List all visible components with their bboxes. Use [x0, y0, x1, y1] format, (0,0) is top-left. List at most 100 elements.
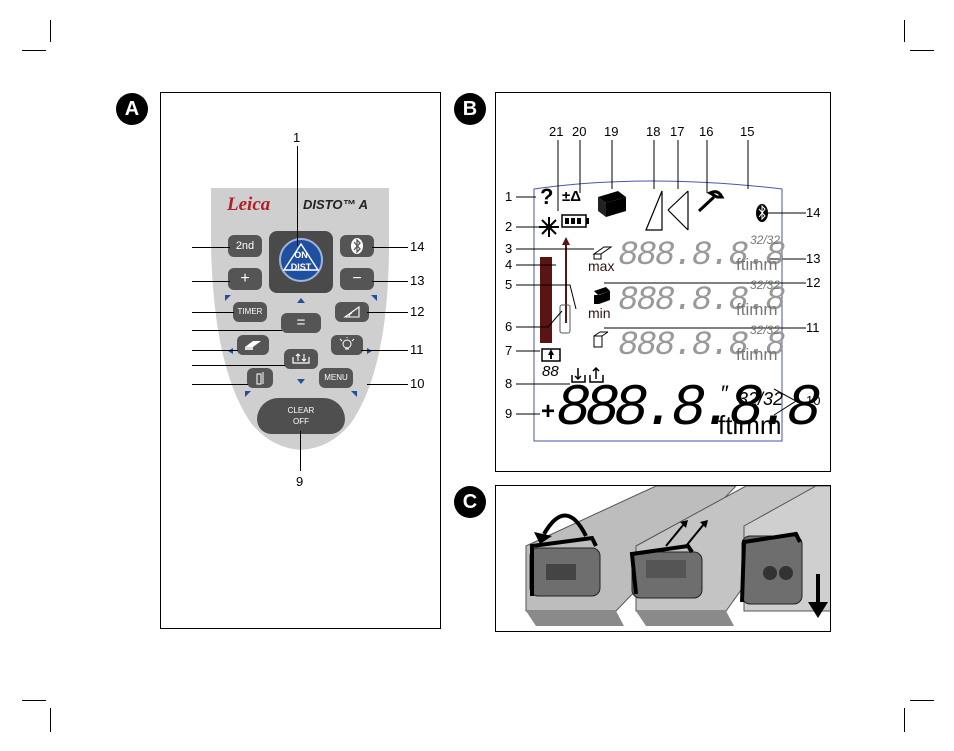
display-callout-9: 9: [505, 406, 513, 421]
panel-a-keypad: Leica DISTO™ A 2nd + − ON DIST TIMER =: [160, 92, 441, 629]
stop-reference-key[interactable]: [247, 368, 273, 388]
illumination-key[interactable]: [331, 335, 363, 355]
leader-line: [372, 247, 408, 248]
on-label: ON: [294, 250, 308, 260]
display-callout-21: 21: [549, 124, 564, 139]
plus-key[interactable]: +: [228, 268, 262, 290]
tilt-bar: [540, 257, 552, 343]
transfer-arrows-icon: [571, 366, 604, 383]
battery-compartment-illustration: [525, 486, 830, 626]
leader-line: [192, 365, 285, 366]
callout-10: 10: [410, 376, 425, 391]
callout-1: 1: [293, 130, 301, 145]
crop-mark: [22, 50, 46, 51]
panel-b-badge: B: [454, 93, 486, 125]
display-callout-11: 11: [806, 320, 820, 335]
leader-line: [192, 330, 282, 331]
unit-row-1: ftimm: [736, 255, 778, 274]
display-callout-15: 15: [740, 124, 755, 139]
min-label: min: [588, 305, 611, 321]
digits-row-3: 888.8.8.8: [618, 327, 786, 365]
leader-line: [372, 281, 408, 282]
light-bulb-icon: [339, 337, 355, 350]
volume-icon: [594, 287, 610, 295]
display-callout-8: 8: [505, 376, 513, 391]
display-callout-1: 1: [505, 189, 513, 204]
bluetooth-key[interactable]: [340, 235, 374, 257]
leader-line: [192, 350, 238, 351]
fraction-row-2: 32/32: [750, 278, 781, 292]
callout-14: 14: [410, 239, 425, 254]
main-unit: ftimm: [718, 410, 782, 440]
leader-line: [192, 281, 230, 282]
display-callout-7: 7: [505, 343, 513, 358]
unit-row-2: ftimm: [736, 300, 778, 319]
display-callout-5: 5: [505, 277, 513, 292]
up-triangle-icon: [282, 242, 320, 271]
display-callout-3: 3: [505, 241, 513, 256]
clear-label: CLEAR: [287, 406, 315, 415]
clear-off-key[interactable]: CLEAR OFF: [257, 398, 345, 434]
panel-b-display: 21 20 19 18 17 16 15 1 2 3 4 5 6 7 8 9 1…: [495, 92, 831, 472]
leader-line: [192, 384, 248, 385]
max-label: max: [588, 258, 615, 274]
display-callout-4: 4: [505, 257, 513, 272]
memory-icon: [541, 348, 561, 362]
equals-key[interactable]: =: [281, 313, 321, 333]
panel-c-badge: C: [454, 486, 486, 518]
crop-mark: [50, 20, 51, 42]
callout-11: 11: [410, 342, 424, 357]
callout-9: 9: [296, 474, 304, 489]
menu-key[interactable]: MENU: [319, 368, 353, 388]
main-digits: 888.8.8.8: [556, 377, 821, 442]
area-volume-key[interactable]: [335, 302, 369, 322]
display-callout-12: 12: [806, 275, 821, 290]
rotate-arrow-icon: [542, 513, 588, 537]
digits-row-1: 888.8.8.8: [618, 237, 786, 275]
display-callout-16: 16: [699, 124, 714, 139]
callout-13: 13: [410, 273, 425, 288]
timer-key[interactable]: TIMER: [233, 302, 267, 322]
memory-key[interactable]: [284, 349, 318, 369]
model-name: DISTO™ A: [303, 197, 369, 212]
triangle-right-icon: [667, 190, 689, 231]
display-callout-17: 17: [670, 124, 685, 139]
main-fraction: 32/32: [738, 389, 784, 409]
fraction-row-3: 32/32: [750, 323, 781, 337]
leader-line: [361, 350, 408, 351]
display-callout-18: 18: [646, 124, 661, 139]
volume-cube-icon: [598, 191, 626, 217]
display-callout-13: 13: [806, 251, 821, 266]
second-function-key[interactable]: 2nd: [228, 235, 262, 257]
reference-plane-icon: [245, 341, 261, 350]
crop-mark: [50, 708, 51, 732]
wall-icon: [593, 331, 609, 348]
slide-arrow-icon: [665, 523, 705, 547]
on-dist-circle: ON DIST: [279, 238, 323, 282]
sign-indicator: +: [541, 398, 556, 425]
brand-logo: Leica: [227, 194, 271, 215]
leader-line: [367, 312, 408, 313]
triangle-angle-icon: [343, 305, 360, 318]
on-dist-key[interactable]: ON DIST: [269, 231, 333, 293]
fraction-row-1: 32/32: [750, 233, 781, 247]
crop-mark: [910, 700, 934, 701]
reference-key[interactable]: [237, 335, 269, 355]
leader-line: [192, 312, 234, 313]
bluetooth-icon: [351, 238, 363, 254]
triangle-left-icon: [645, 190, 663, 231]
display-callout-6: 6: [505, 319, 513, 334]
display-callout-20: 20: [572, 124, 587, 139]
display-callout-19: 19: [604, 124, 619, 139]
leader-line: [300, 431, 301, 471]
crop-mark: [910, 50, 934, 51]
offset-symbol: ±Δ: [562, 188, 582, 205]
off-label: OFF: [293, 417, 309, 426]
leader-line: [297, 146, 298, 246]
crop-mark: [904, 20, 905, 42]
main-inch-mark: ″: [720, 381, 728, 406]
minus-key[interactable]: −: [340, 268, 374, 290]
measuring-end-icon: [256, 372, 264, 385]
area-icon: [592, 246, 613, 260]
memory-number: 88: [542, 363, 559, 380]
